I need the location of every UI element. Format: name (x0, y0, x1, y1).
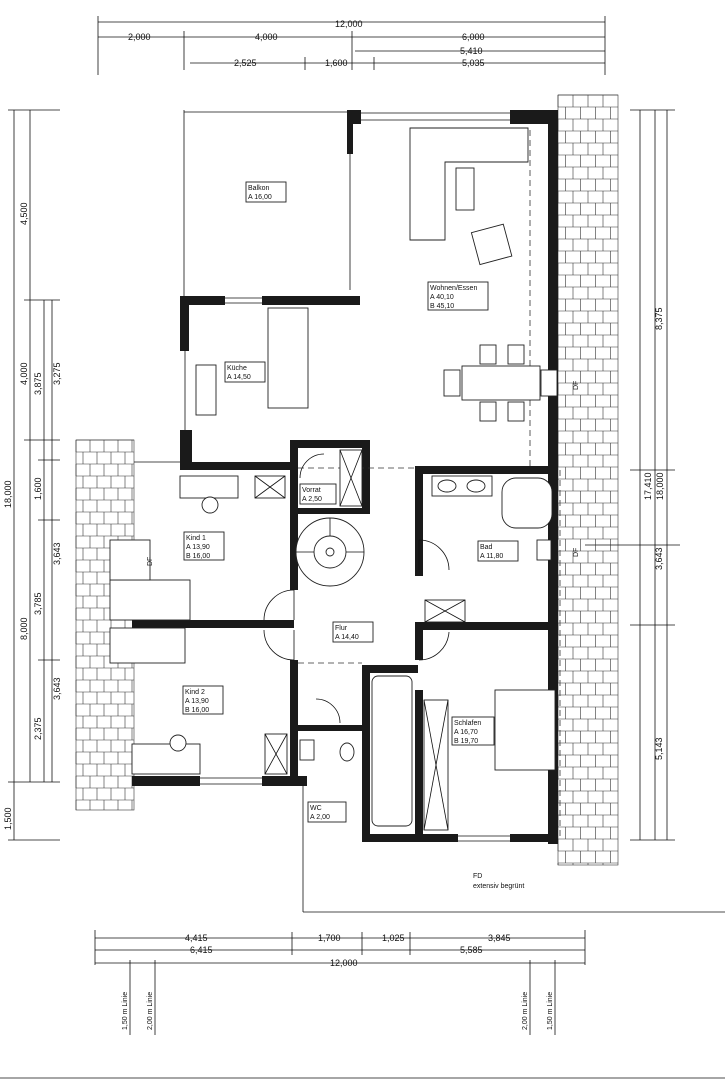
room-label-flur: Flur A 14,40 (332, 621, 374, 643)
dim-bottom-5585: 5,585 (460, 945, 483, 955)
dim-right-3643: 3,643 (654, 547, 664, 570)
kueche-name: Küche (227, 365, 247, 372)
room-label-schlafen: Schlafen A 16,70 B 19,70 (451, 716, 495, 746)
dim-left-4500: 4,500 (19, 202, 29, 225)
schlafen-area-a: A 16,70 (454, 729, 478, 736)
line-150-left: 1,50 m Linie (122, 992, 129, 1030)
df-label-right-top: DF (573, 381, 580, 390)
dim-left-2375: 2,375 (33, 717, 43, 740)
dim-left-3785: 3,785 (33, 592, 43, 615)
boundary-lines: 1,50 m Linie 2,00 m Linie 2,00 m Linie 1… (122, 960, 556, 1035)
doors (263, 453, 450, 724)
dim-right-8375: 8,375 (654, 307, 664, 330)
kind1-area-b: B 16,00 (186, 553, 210, 560)
room-label-wc: WC A 2,00 (307, 801, 347, 823)
flur-area: A 14,40 (335, 634, 359, 641)
dashed-lines (298, 130, 561, 840)
dim-left-3643-a: 3,643 (52, 542, 62, 565)
dim-top-5410: 5,410 (460, 46, 483, 56)
dim-left-1600: 1,600 (33, 477, 43, 500)
dim-bottom-1025: 1,025 (382, 933, 405, 943)
dim-right-18000: 18,000 (655, 472, 665, 500)
furniture (109, 127, 558, 831)
dim-top-5035: 5,035 (462, 58, 485, 68)
bad-area: A 11,80 (480, 553, 503, 560)
df-label-right-mid: DF (573, 548, 580, 557)
left-dimension-chains: 18,000 1,500 4,500 4,000 8,000 3,875 1,6… (3, 109, 62, 841)
kind2-name: Kind 2 (185, 689, 205, 696)
vorrat-area: A 2,50 (302, 496, 322, 503)
dim-left-3275: 3,275 (52, 362, 62, 385)
balkon-outline (183, 110, 347, 296)
dim-bottom-4415: 4,415 (185, 933, 208, 943)
right-dimension-chains: 8,375 17,410 18,000 3,643 5,143 (585, 109, 680, 841)
kueche-area: A 14,50 (227, 374, 251, 381)
room-label-balkon: Balkon A 16,00 (245, 181, 287, 203)
dim-top-6000: 6,000 (462, 32, 485, 42)
fd-terrace-outline (302, 786, 725, 913)
room-label-vorrat: Vorrat A 2,50 (299, 483, 337, 505)
room-label-kueche: Küche A 14,50 (224, 361, 266, 383)
schlafen-name: Schlafen (454, 720, 481, 727)
roof-tiles-left (75, 439, 135, 811)
dim-top-1600: 1,600 (325, 58, 348, 68)
dim-top-2000: 2,000 (128, 32, 151, 42)
df-label-left: DF (147, 557, 154, 566)
kind1-area-a: A 13,90 (186, 544, 210, 551)
dim-left-3643-b: 3,643 (52, 677, 62, 700)
vorrat-name: Vorrat (302, 487, 321, 494)
line-200-right: 2,00 m Linie (522, 992, 529, 1030)
dim-bottom-3845: 3,845 (488, 933, 511, 943)
wohnen-area-a: A 40,10 (430, 294, 454, 301)
wc-area: A 2,00 (310, 814, 330, 821)
wohnen-name: Wohnen/Essen (430, 285, 477, 292)
line-150-right: 1,50 m Linie (547, 992, 554, 1030)
room-label-kind1: Kind 1 A 13,90 B 16,00 (183, 531, 225, 561)
roof-tiles-right (557, 94, 619, 866)
dim-bottom-6415: 6,415 (190, 945, 213, 955)
dim-left-8000: 8,000 (19, 617, 29, 640)
fd-extensive-label: extensiv begrünt (473, 883, 524, 890)
kind2-area-a: A 13,90 (185, 698, 209, 705)
top-dimension-chains: 12,000 2,000 4,000 6,000 5,410 2,525 1,6… (97, 16, 606, 75)
schlafen-area-b: B 19,70 (454, 738, 478, 745)
dim-top-2525: 2,525 (234, 58, 257, 68)
balkon-name: Balkon (248, 185, 270, 192)
balkon-area: A 16,00 (248, 194, 272, 201)
kind1-name: Kind 1 (186, 535, 206, 542)
bad-name: Bad (480, 544, 493, 551)
dim-right-5143: 5,143 (654, 737, 664, 760)
wc-name: WC (310, 805, 322, 812)
flur-name: Flur (335, 625, 348, 632)
windows (134, 297, 510, 842)
kind2-area-b: B 16,00 (185, 707, 209, 714)
walls (132, 110, 558, 844)
room-label-kind2: Kind 2 A 13,90 B 16,00 (182, 685, 224, 715)
dim-bottom-1700: 1,700 (318, 933, 341, 943)
room-label-bad: Bad A 11,80 (477, 540, 519, 562)
dim-left-3875: 3,875 (33, 372, 43, 395)
dim-left-1500: 1,500 (3, 807, 13, 830)
dim-top-total: 12,000 (335, 19, 363, 29)
dim-left-4000: 4,000 (19, 362, 29, 385)
dim-right-17410: 17,410 (643, 472, 653, 500)
line-200-left: 2,00 m Linie (147, 992, 154, 1030)
dim-bottom-total: 12,000 (330, 958, 358, 968)
fd-label: FD (473, 873, 482, 880)
bottom-dimension-chains: 4,415 1,700 1,025 3,845 6,415 5,585 12,0… (94, 930, 586, 968)
dim-top-4000: 4,000 (255, 32, 278, 42)
dim-left-18000: 18,000 (3, 480, 13, 508)
room-label-wohnen: Wohnen/Essen A 40,10 B 45,10 (427, 281, 489, 311)
wohnen-area-b: B 45,10 (430, 303, 454, 310)
